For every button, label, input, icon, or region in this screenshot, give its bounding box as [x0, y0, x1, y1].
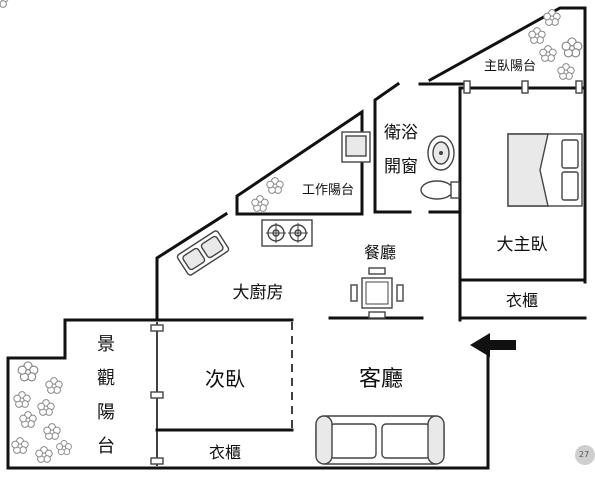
kitchen-diagonal-wall: [155, 211, 229, 322]
gas-stove-icon: [261, 219, 313, 247]
flower-icon: [35, 446, 53, 463]
label-scenic-balcony-4: 台: [97, 436, 115, 457]
flower-icon: [539, 45, 557, 62]
washbasin-icon: [427, 135, 455, 171]
kitchen-sink-icon: [176, 230, 230, 276]
corner-badge: 27: [575, 445, 595, 465]
rail-post: [521, 80, 529, 94]
flower-icon: [13, 391, 31, 408]
outer-bottom-wall: [6, 356, 490, 470]
railings: [150, 80, 583, 466]
flower-icon: [0, 0, 9, 8]
flower-icon: [17, 361, 39, 382]
flower-icon: [251, 195, 269, 212]
label-living-room: 客廳: [359, 367, 403, 392]
label-master-balcony: 主臥陽台: [484, 59, 536, 74]
label-scenic-balcony-1: 景: [97, 334, 115, 355]
flower-icon: [11, 437, 29, 454]
rail-post: [150, 457, 164, 465]
flower-icon: [19, 411, 37, 428]
flower-icon: [557, 63, 575, 80]
label-bathroom-line2: 開窗: [384, 157, 418, 177]
label-utility-balcony: 工作陽台: [302, 183, 354, 198]
toilet-icon: [420, 180, 460, 200]
flower-icon: [45, 377, 63, 394]
flower-icon: [561, 37, 583, 58]
sofa-icon: [315, 415, 445, 465]
label-scenic-balcony-3: 陽: [97, 402, 115, 423]
label-bathroom-line1: 衛浴: [384, 123, 418, 143]
rail-post: [463, 80, 471, 94]
flower-icon: [266, 177, 284, 194]
flower-icon: [56, 439, 72, 456]
rail-post: [150, 324, 164, 332]
master-balcony-outer-wall: [427, 6, 587, 284]
bathroom-left-wall: [373, 81, 401, 214]
label-master-bedroom: 大主臥: [497, 235, 548, 255]
double-bed-icon: [507, 133, 583, 207]
arrow-left-icon: [470, 333, 516, 357]
flower-icon: [528, 27, 546, 44]
rail-post: [575, 80, 583, 94]
washing-machine-icon: [341, 131, 371, 163]
flower-icon: [543, 9, 561, 26]
rail-post: [150, 391, 164, 399]
label-second-wardrobe: 衣櫃: [209, 443, 241, 462]
label-dining: 餐廳: [364, 243, 396, 262]
label-second-bedroom: 次臥: [205, 367, 245, 391]
flower-icon: [43, 423, 61, 440]
dining-table-icon: [350, 267, 404, 319]
flower-icon: [37, 399, 55, 416]
label-kitchen: 大廚房: [233, 282, 284, 303]
label-master-wardrobe: 衣櫃: [506, 291, 538, 310]
label-scenic-balcony-2: 觀: [97, 368, 115, 389]
